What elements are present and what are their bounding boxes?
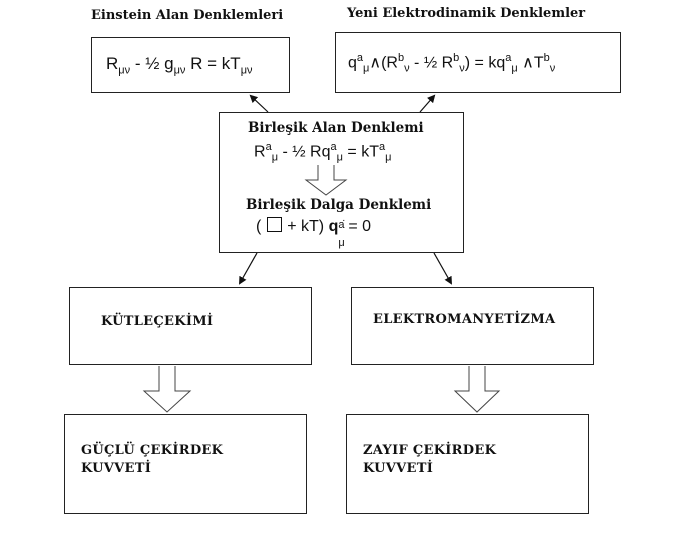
electrodynamics-equation-box: qaμ∧(Rbν - ½ Rbν) = kqaμ ∧Tbν [335,32,621,93]
weak-force-label-line2: KUVVETİ [363,461,434,476]
dalembertian-box-icon [266,217,282,232]
hollow-arrow-center [304,165,348,196]
strong-force-box: GÜÇLÜ ÇEKİRDEK KUVVETİ [64,414,307,514]
gravity-label: KÜTLEÇEKİMİ [101,314,214,329]
hollow-arrow-em-to-weak [453,366,501,413]
electrodynamics-equation: qaμ∧(Rbν - ½ Rbν) = kqaμ ∧Tbν [348,52,556,75]
arrow-to-electrodynamics [419,94,436,113]
electromagnetism-box: ELEKTROMANYETİZMA [351,287,594,365]
unified-wave-title: Birleşik Dalga Denklemi [246,197,432,213]
strong-force-label-line1: GÜÇLÜ ÇEKİRDEK [81,443,224,458]
weak-force-label-line1: ZAYIF ÇEKİRDEK [363,443,497,458]
einstein-equation: Rμν - ½ gμν R = kTμν [106,54,253,77]
strong-force-label-line2: KUVVETİ [81,461,152,476]
arrow-to-einstein [249,94,269,113]
gravity-box: KÜTLEÇEKİMİ [69,287,312,365]
arrow-to-electromagnetism [433,252,452,285]
weak-force-box: ZAYIF ÇEKİRDEK KUVVETİ [346,414,589,514]
einstein-equation-box: Rμν - ½ gμν R = kTμν [91,37,290,93]
unified-equation-box: Birleşik Alan Denklemi Raμ - ½ Rqaμ = kT… [219,112,464,253]
electrodynamics-header: Yeni Elektrodinamik Denklemler [347,6,586,21]
hollow-arrow-gravity-to-strong [142,366,192,413]
arrow-to-gravity [239,252,258,285]
unified-field-title: Birleşik Alan Denklemi [248,120,424,136]
electromagnetism-label: ELEKTROMANYETİZMA [373,312,556,327]
dot-icon: . [342,213,346,224]
einstein-header: Einstein Alan Denklemleri [91,8,284,23]
unified-field-equation: Raμ - ½ Rqaμ = kTaμ [254,141,392,164]
